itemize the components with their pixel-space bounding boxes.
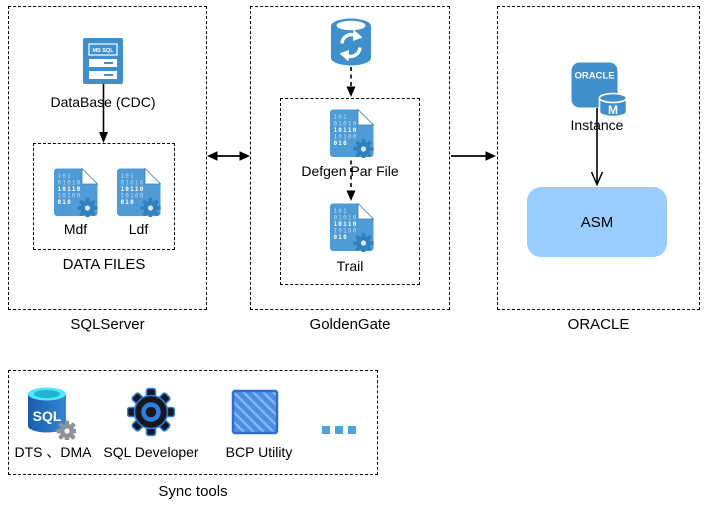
- arrow-sync-cylinder-to-inner-box: [346, 67, 356, 97]
- more-tools-ellipsis-icon: [322, 426, 356, 434]
- svg-text:ORACLE: ORACLE: [574, 71, 614, 82]
- svg-text:10100: 10100: [58, 193, 82, 200]
- svg-text:10100: 10100: [334, 134, 358, 141]
- sync-database-cylinder-icon: [329, 17, 373, 72]
- database-cdc-label: DataBase (CDC): [50, 94, 156, 110]
- dts-dma-label: DTS 、DMA: [14, 444, 92, 460]
- defgen-par-file-icon: 101 01010 10110 10100 010: [329, 108, 375, 163]
- trail-file-icon: 101 01010 10110 10100 010: [329, 202, 375, 257]
- arrow-sqlserver-goldengate-bidirectional: [207, 151, 250, 161]
- ldf-label: Ldf: [128, 221, 149, 237]
- arrow-defgen-to-trail: [346, 153, 356, 201]
- sync-tools-box: [8, 370, 378, 475]
- svg-text:101: 101: [334, 114, 348, 121]
- oracle-instance-icon: ORACLE M: [571, 62, 629, 123]
- arrow-instance-to-asm: [590, 108, 604, 187]
- svg-text:01010: 01010: [334, 215, 358, 222]
- data-files-label: DATA FILES: [62, 256, 146, 273]
- svg-text:010: 010: [58, 199, 72, 206]
- mdf-label: Mdf: [63, 221, 88, 237]
- sql-developer-icon: [126, 386, 176, 443]
- svg-text:010: 010: [121, 199, 135, 206]
- arrow-goldengate-to-oracle: [451, 151, 496, 161]
- sql-developer-label: SQL Developer: [103, 444, 199, 460]
- svg-text:10110: 10110: [334, 127, 358, 134]
- sync-tools-label: Sync tools: [158, 483, 228, 500]
- svg-text:01010: 01010: [121, 180, 145, 187]
- svg-text:01010: 01010: [334, 121, 358, 128]
- svg-text:10100: 10100: [334, 228, 358, 235]
- bcp-utility-label: BCP Utility: [225, 444, 293, 460]
- azure-sql-dts-icon: SQL: [26, 386, 78, 445]
- sqlserver-label: SQLServer: [70, 316, 145, 333]
- sqlserver-group-box: [8, 6, 207, 310]
- svg-text:MS SQL: MS SQL: [92, 48, 114, 54]
- svg-text:101: 101: [58, 173, 72, 180]
- oracle-label: ORACLE: [567, 316, 630, 333]
- trail-label: Trail: [336, 258, 364, 274]
- mdf-binary-file-icon: 101 01010 10110 10100 010: [53, 167, 99, 222]
- arrow-database-to-datafiles: [99, 84, 108, 143]
- svg-text:M: M: [608, 103, 618, 117]
- asm-label: ASM: [580, 213, 614, 231]
- svg-text:10100: 10100: [121, 193, 145, 200]
- svg-text:10110: 10110: [121, 186, 145, 193]
- goldengate-inner-box: [280, 98, 420, 285]
- svg-text:10110: 10110: [58, 186, 82, 193]
- defgen-par-file-label: Defgen Par File: [301, 163, 399, 179]
- svg-text:101: 101: [334, 208, 348, 215]
- svg-text:SQL: SQL: [33, 408, 62, 424]
- svg-text:010: 010: [334, 140, 348, 147]
- instance-label: Instance: [570, 117, 624, 133]
- oracle-group-box: [497, 6, 700, 310]
- ldf-binary-file-icon: 101 01010 10110 10100 010: [116, 167, 162, 222]
- goldengate-group-box: [250, 6, 450, 310]
- svg-text:10110: 10110: [334, 221, 358, 228]
- goldengate-label: GoldenGate: [309, 316, 391, 333]
- data-files-box: [33, 143, 175, 250]
- asm-box: ASM: [527, 187, 667, 257]
- svg-text:01010: 01010: [58, 180, 82, 187]
- bcp-utility-icon: [230, 387, 280, 442]
- mssql-database-icon: MS SQL: [83, 38, 123, 89]
- svg-text:101: 101: [121, 173, 135, 180]
- svg-text:010: 010: [334, 234, 348, 241]
